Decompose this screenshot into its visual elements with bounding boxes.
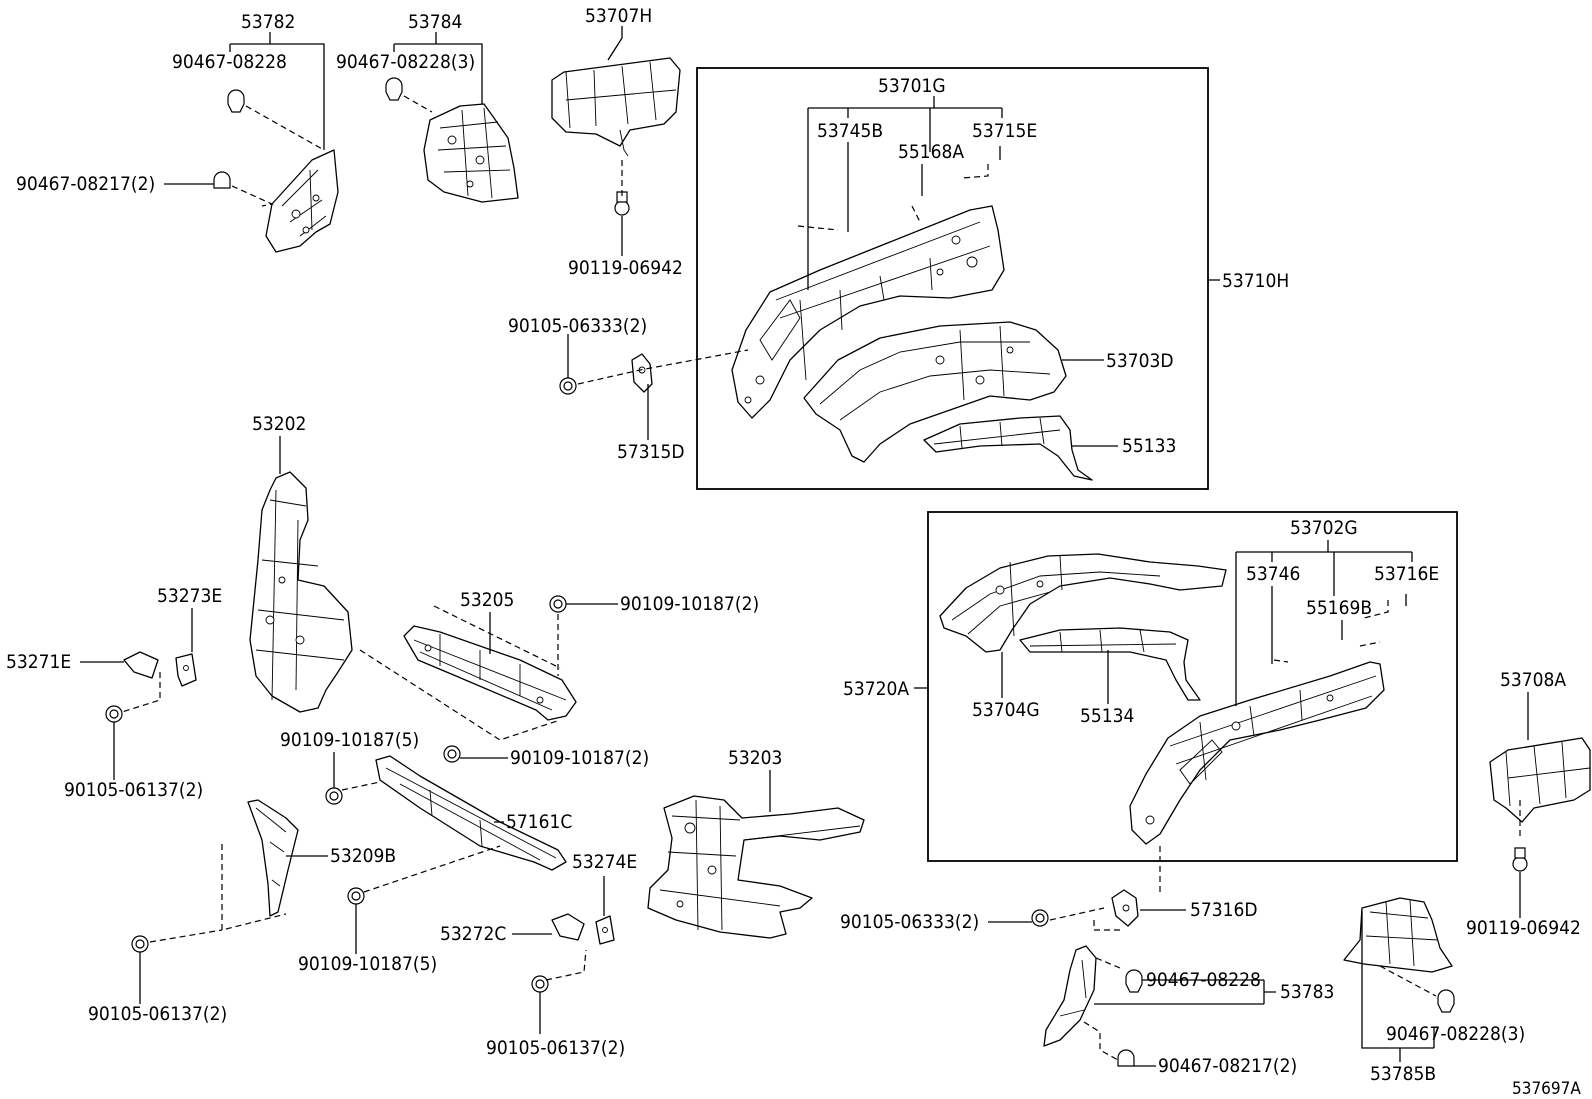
part-number-labels: 53782 53784 53707H 53701G 53745B 55168A … bbox=[6, 5, 1581, 1099]
fastener-bolt-icons bbox=[105, 77, 1528, 1067]
wheel-apron-53703D-drawing bbox=[803, 321, 1067, 463]
support-53205-drawing bbox=[403, 625, 577, 721]
label-57315D: 57315D bbox=[617, 441, 685, 463]
front-apron-left-group-box bbox=[927, 511, 1458, 862]
label-53704G: 53704G bbox=[972, 699, 1040, 721]
label-53720A: 53720A bbox=[843, 678, 909, 700]
label-90119-06942-b: 90119-06942 bbox=[1466, 917, 1581, 939]
label-57161C: 57161C bbox=[506, 811, 572, 833]
label-53202: 53202 bbox=[252, 413, 306, 435]
label-53745B: 53745B bbox=[817, 120, 883, 142]
label-90119-06942-a: 90119-06942 bbox=[568, 257, 683, 279]
label-53710H: 53710H bbox=[1222, 270, 1289, 292]
label-53715E: 53715E bbox=[972, 120, 1037, 142]
support-53202-drawing bbox=[249, 471, 353, 713]
support-53203-drawing bbox=[647, 795, 865, 939]
label-53702G: 53702G bbox=[1290, 517, 1358, 539]
label-90105-06333-2-a: 90105-06333(2) bbox=[508, 315, 647, 337]
label-53209B: 53209B bbox=[330, 845, 396, 867]
label-90105-06137-2-b: 90105-06137(2) bbox=[88, 1003, 227, 1025]
bracket-53272C-drawing bbox=[551, 913, 585, 941]
brace-55133-drawing bbox=[923, 415, 1093, 481]
bracket-53785B-drawing bbox=[1343, 897, 1453, 973]
label-53203: 53203 bbox=[728, 747, 782, 769]
brace-53209B-drawing bbox=[247, 799, 299, 917]
brace-57161C-drawing bbox=[375, 755, 567, 871]
assembly-dashed-lines bbox=[121, 95, 1521, 1061]
label-90105-06137-2-c: 90105-06137(2) bbox=[486, 1037, 625, 1059]
leader-lines bbox=[80, 26, 1529, 1067]
label-90109-10187-5-a: 90109-10187(5) bbox=[280, 729, 419, 751]
label-53746: 53746 bbox=[1246, 563, 1300, 585]
label-90467-08228-b: 90467-08228 bbox=[1146, 969, 1261, 991]
label-55169B: 55169B bbox=[1306, 597, 1372, 619]
label-90105-06333-2-b: 90105-06333(2) bbox=[840, 911, 979, 933]
label-53783: 53783 bbox=[1280, 981, 1334, 1003]
label-53273E: 53273E bbox=[157, 585, 222, 607]
bracket-53271E-drawing bbox=[123, 651, 159, 679]
label-90109-10187-2-a: 90109-10187(2) bbox=[620, 593, 759, 615]
apron-member-53702G-drawing bbox=[1129, 661, 1385, 845]
label-55133: 55133 bbox=[1122, 435, 1176, 457]
label-53784: 53784 bbox=[408, 11, 462, 33]
label-55168A: 55168A bbox=[898, 141, 964, 163]
label-53785B: 53785B bbox=[1370, 1063, 1436, 1085]
label-90109-10187-5-b: 90109-10187(5) bbox=[298, 953, 437, 975]
label-90109-10187-2-b: 90109-10187(2) bbox=[510, 747, 649, 769]
label-53703D: 53703D bbox=[1106, 350, 1174, 372]
label-90467-08217-2-a: 90467-08217(2) bbox=[16, 173, 155, 195]
duct-53708A-drawing bbox=[1489, 737, 1591, 823]
bracket-53274E-drawing bbox=[595, 915, 615, 945]
label-53701G: 53701G bbox=[878, 75, 946, 97]
label-53272C: 53272C bbox=[440, 923, 506, 945]
label-53707H: 53707H bbox=[585, 5, 652, 27]
label-53274E: 53274E bbox=[572, 851, 637, 873]
label-53205: 53205 bbox=[460, 589, 514, 611]
duct-53707H-drawing bbox=[551, 57, 681, 157]
bracket-53783-drawing bbox=[1043, 945, 1097, 1047]
wheel-apron-53704G-drawing bbox=[939, 553, 1227, 653]
label-53271E: 53271E bbox=[6, 651, 71, 673]
bracket-57315D-drawing bbox=[631, 353, 653, 393]
label-90467-08228-a: 90467-08228 bbox=[172, 51, 287, 73]
label-57316D: 57316D bbox=[1190, 899, 1258, 921]
front-apron-right-group-box bbox=[696, 67, 1209, 490]
label-90467-08228-3-a: 90467-08228(3) bbox=[336, 51, 475, 73]
brace-55134-drawing bbox=[1019, 627, 1201, 701]
label-90467-08228-3-b: 90467-08228(3) bbox=[1386, 1023, 1525, 1045]
label-90467-08217-2-b: 90467-08217(2) bbox=[1158, 1055, 1297, 1077]
illustration-id: 537697A bbox=[1512, 1079, 1581, 1099]
apron-member-53701G-drawing bbox=[731, 205, 1005, 419]
label-53708A: 53708A bbox=[1500, 669, 1566, 691]
label-53716E: 53716E bbox=[1374, 563, 1439, 585]
label-53782: 53782 bbox=[241, 11, 295, 33]
bracket-57316D-drawing bbox=[1111, 889, 1139, 927]
label-90105-06137-2-a: 90105-06137(2) bbox=[64, 779, 203, 801]
bracket-53273E-drawing bbox=[175, 653, 197, 687]
label-55134: 55134 bbox=[1080, 705, 1134, 727]
bracket-53784-drawing bbox=[423, 103, 519, 203]
bracket-53782-drawing bbox=[265, 149, 339, 253]
